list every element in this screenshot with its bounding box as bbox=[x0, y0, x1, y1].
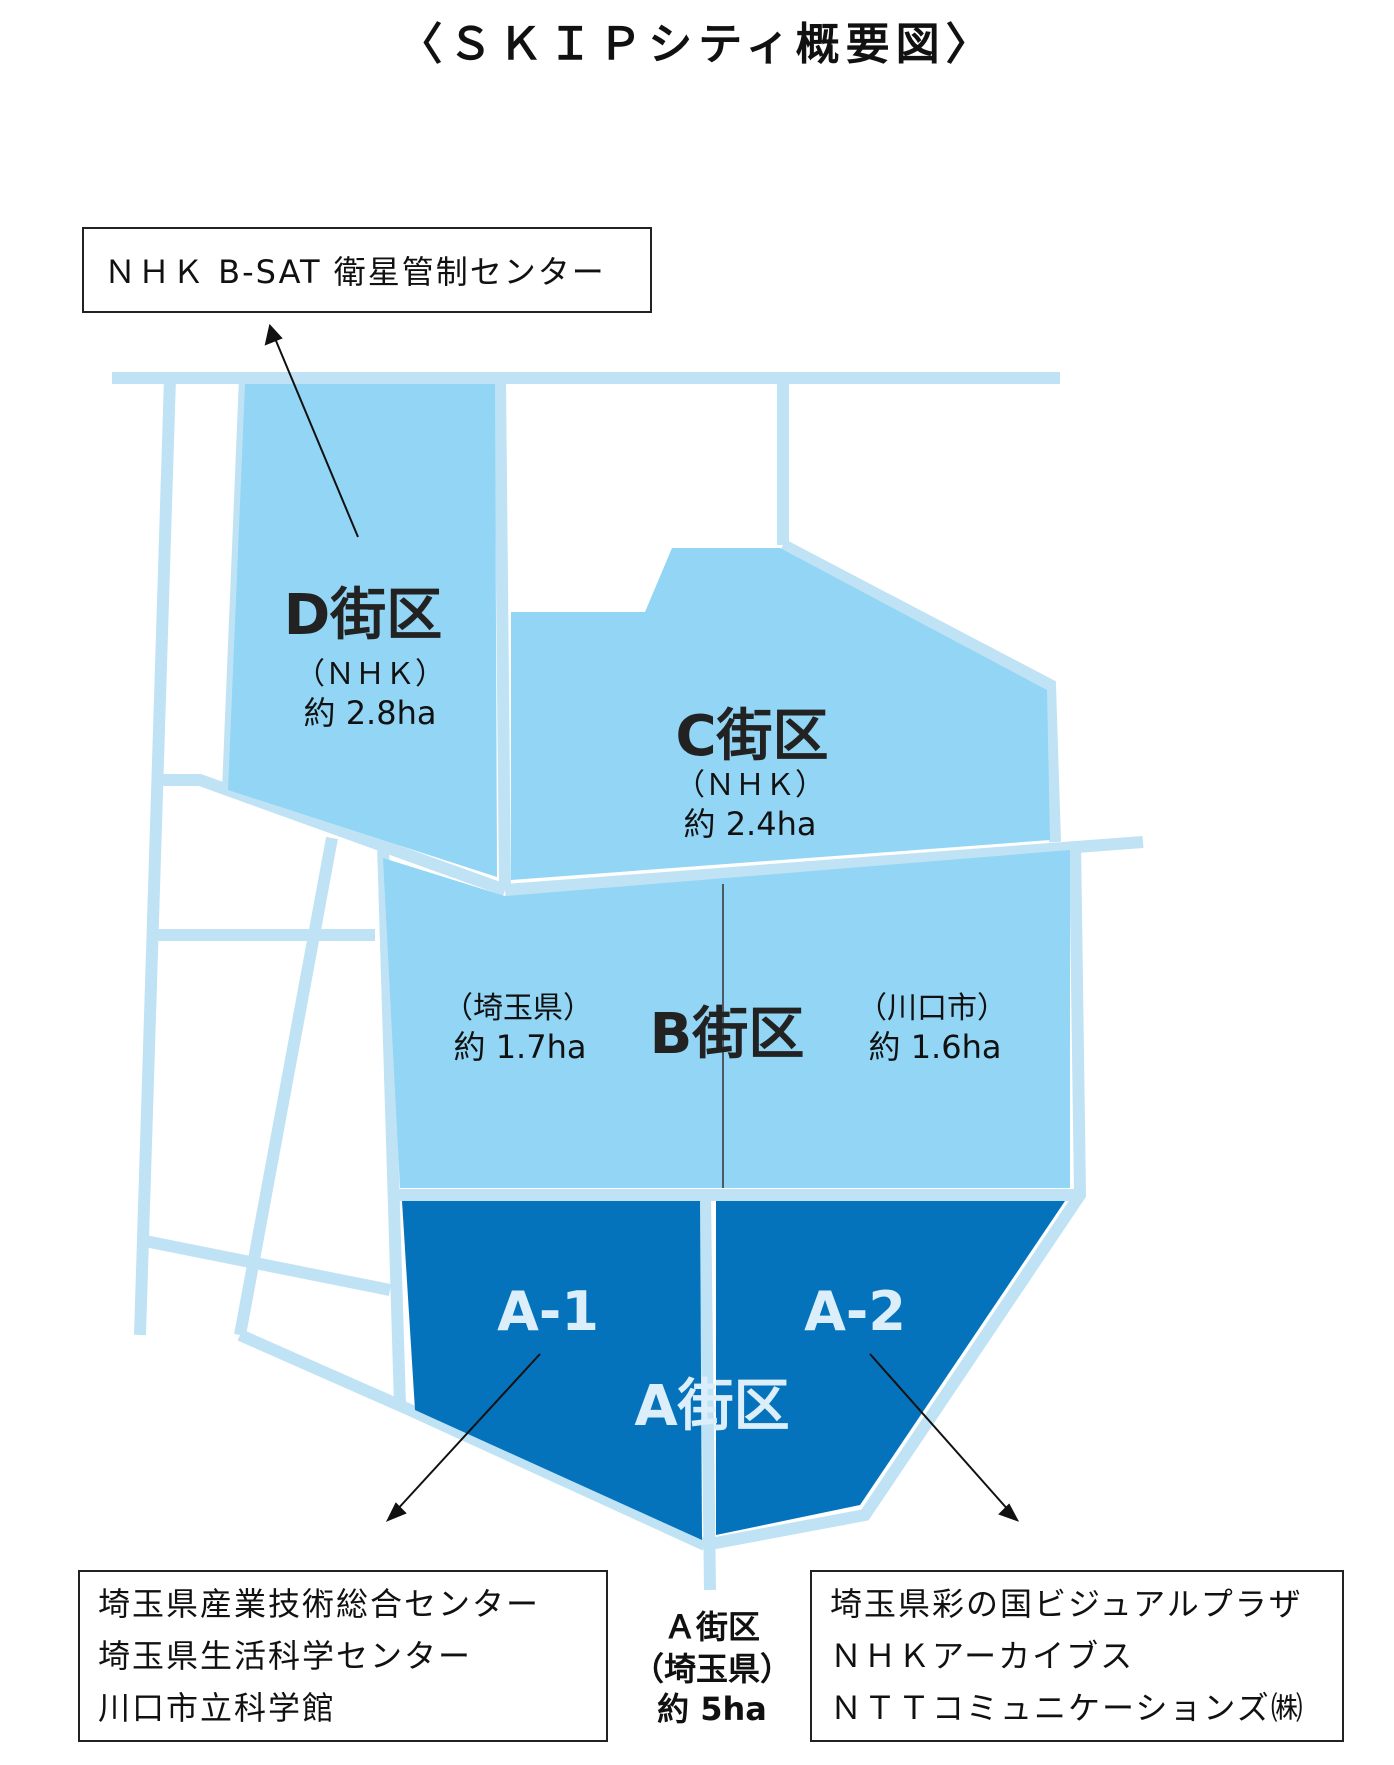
a1-facility-item: 埼玉県生活科学センター bbox=[98, 1637, 473, 1675]
a-caption-owner: （埼玉県） bbox=[632, 1650, 792, 1688]
district-a2-shape[interactable] bbox=[716, 1201, 1065, 1535]
a-caption-area: 約 5ha bbox=[657, 1690, 767, 1728]
district-c-owner: （ＮＨＫ） bbox=[675, 768, 825, 803]
district-c-area-label: 約 2.4ha bbox=[684, 805, 817, 843]
callout-nhk-bsat: ＮＨＫ B-SAT 衛星管制センター bbox=[82, 227, 652, 313]
road-network bbox=[112, 372, 1144, 1591]
callout-nhk-bsat-text: ＮＨＫ B-SAT 衛星管制センター bbox=[104, 253, 606, 291]
district-a-name: A街区 bbox=[634, 1374, 789, 1439]
district-b-name: B街区 bbox=[650, 1002, 805, 1067]
district-a1-shape[interactable] bbox=[402, 1201, 702, 1540]
a1-facility-item: 川口市立科学館 bbox=[98, 1689, 337, 1727]
district-a1-label: A-1 bbox=[497, 1280, 599, 1343]
arrow-a1-head bbox=[385, 1502, 407, 1522]
arrow-a2-to-facilities bbox=[869, 1353, 1011, 1513]
district-b-right-area: 約 1.6ha bbox=[869, 1028, 1002, 1066]
district-b-left-area: 約 1.7ha bbox=[454, 1028, 587, 1066]
district-c-name: C街区 bbox=[675, 704, 828, 769]
arrow-a1-to-facilities bbox=[394, 1353, 541, 1513]
a2-facility-item: ＮＴＴコミュニケーションズ㈱ bbox=[830, 1689, 1305, 1727]
a2-facility-item: ＮＨＫアーカイブス bbox=[830, 1637, 1135, 1675]
district-d-area-label: 約 2.8ha bbox=[304, 694, 437, 732]
arrows bbox=[264, 323, 1020, 1522]
district-b-shape[interactable] bbox=[383, 850, 1070, 1188]
arrow-d-head bbox=[264, 323, 283, 346]
a-caption-name: Ａ街区 bbox=[664, 1608, 760, 1646]
district-d-name: D街区 bbox=[284, 583, 442, 648]
arrow-d-to-nhk-bsat bbox=[273, 335, 359, 538]
callout-a1-facilities: 埼玉県産業技術総合センター 埼玉県生活科学センター 川口市立科学館 bbox=[78, 1570, 608, 1742]
district-d-shape[interactable] bbox=[228, 384, 497, 877]
arrow-a2-head bbox=[998, 1503, 1020, 1522]
district-d-owner: （ＮＨＫ） bbox=[295, 657, 445, 692]
district-b-right-owner: （川口市） bbox=[857, 991, 1007, 1026]
a1-facility-item: 埼玉県産業技術総合センター bbox=[98, 1585, 541, 1623]
a2-facility-item: 埼玉県彩の国ビジュアルプラザ bbox=[830, 1585, 1303, 1623]
district-a2-label: A-2 bbox=[804, 1280, 906, 1343]
callout-a2-facilities: 埼玉県彩の国ビジュアルプラザ ＮＨＫアーカイブス ＮＴＴコミュニケーションズ㈱ bbox=[810, 1570, 1344, 1742]
district-b-left-owner: （埼玉県） bbox=[443, 991, 593, 1026]
page-title: 〈ＳＫＩＰシティ概要図〉 bbox=[398, 19, 996, 70]
district-c-shape[interactable] bbox=[511, 548, 1050, 880]
